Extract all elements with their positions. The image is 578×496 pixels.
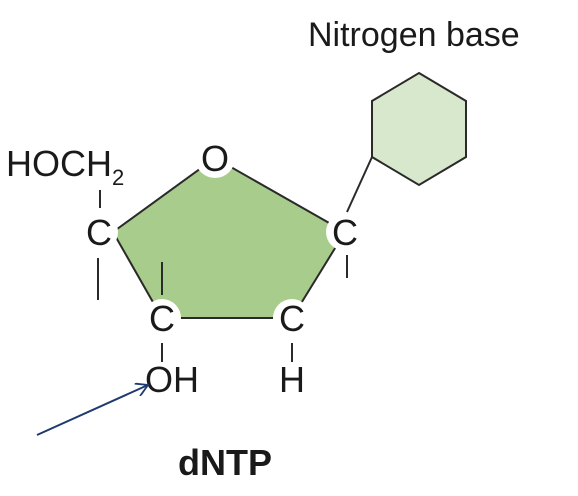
molecule-name: dNTP: [178, 442, 272, 483]
bond-lines: [97, 156, 373, 362]
ring-oxygen-label: O: [201, 138, 229, 179]
hoch2-main: HOCH: [6, 143, 112, 184]
hoch2-subscript: 2: [112, 165, 124, 190]
halo-oxygen: [195, 138, 235, 178]
bond-c1-base: [346, 156, 373, 213]
deoxyribose-ring: [111, 156, 347, 319]
halo-c1: [326, 213, 364, 251]
nitrogen-base-label: Nitrogen base: [308, 16, 520, 54]
halo-c4: [80, 213, 118, 251]
hydrogen-label: H: [279, 359, 305, 400]
pointer-arrow: [36, 385, 148, 436]
hydroxyl-label: OH: [145, 359, 199, 400]
atom-halos: [80, 138, 364, 337]
carbon-1-label: C: [332, 212, 358, 253]
halo-c2: [273, 299, 311, 337]
nitrogen-base-hexagon: [371, 71, 467, 187]
halo-c3: [143, 299, 181, 337]
hoch2-label: HOCH2: [6, 143, 124, 190]
carbon-3-label: C: [149, 298, 175, 339]
carbon-2-label: C: [279, 298, 305, 339]
carbon-4-label: C: [86, 212, 112, 253]
